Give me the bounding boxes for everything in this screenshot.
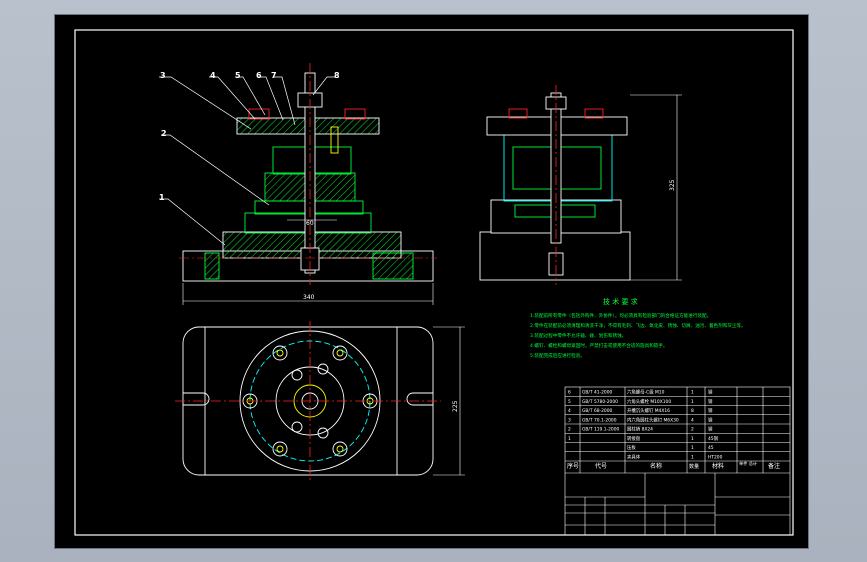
bom-cell-seq: 4 [568,408,571,414]
bom-cell-code: GB/T 68-2000 [582,408,613,414]
drawing-frame [74,29,794,536]
tech-requirements: 技 术 要 求 1.装配前所有零件（包括外购件、外协件），均必须具有检验部门的合… [530,297,746,359]
dim-base-width: 340 [303,294,315,301]
bom-cell-material: 45 [708,445,714,451]
bom-cell-material: 钢 [708,407,713,414]
bom-text: 6 GB/T 41-2000 六角螺母-C级 M10 1 钢 5 GB/T 5780-200… [568,389,723,461]
hdr-seq: 序号 [567,462,579,470]
bom-cell-code: GB/T 5780-2000 [582,399,618,405]
tech-req-line-4: 4.螺钉、螺栓和螺母紧固时，严禁打击或使用不合适的旋具和扳手。 [530,342,668,349]
tech-req-line-1: 1.装配前所有零件（包括外购件、外协件），均必须具有检验部门的合格证方能进行装配… [530,312,711,319]
bom-cell-code: GB/T 70.1-2000 [582,417,617,423]
bom-cell-qty: 2 [691,427,694,433]
bom-cell-seq: 6 [568,390,571,396]
dim-plan-height: 225 [452,400,459,412]
hdr-weight: 单件 总计 [739,460,757,467]
part-number-5: 5 [235,71,241,80]
part-number-6: 6 [256,71,262,80]
bom-header: 序号 代号 名称 数量 材料 单件 总计 备注 [567,460,780,470]
bom-cell-name: 内六角圆柱头螺钉 M6X30 [627,416,679,423]
part-number-4: 4 [210,71,216,80]
dim-side-height: 325 [669,179,676,191]
bom-cell-seq: 2 [568,427,571,433]
bom-cell-material: 钢 [708,398,713,405]
bom-cell-qty: 1 [691,399,694,405]
bom-cell-name: 圆柱销 8X24 [627,426,653,433]
part-number-3: 3 [160,71,166,80]
tech-req-line-5: 5.装配完成后应进行检验。 [530,352,585,359]
dim-inner: 60 [306,220,314,227]
cad-drawing: 3 4 5 6 7 8 2 1 340 60 325 [74,29,794,536]
bom-cell-name: 开槽沉头螺钉 M4X16 [627,407,670,414]
tech-req-line-3: 3.装配过程中零件不允许磕、碰、划伤和锈蚀。 [530,332,626,339]
bom-cell-qty: 4 [691,417,694,423]
side-view [479,92,631,281]
bom-cell-material: 45钢 [708,435,719,442]
bom-cell-qty: 8 [691,408,694,414]
bom-cell-name: 夹具体 [627,453,641,460]
leaders [159,76,335,246]
bom-cell-name: 六角螺母-C级 M10 [627,389,665,396]
bom-cell-code: GB/T 41-2000 [582,390,613,396]
drawing-sheet: 3 4 5 6 7 8 2 1 340 60 325 [55,15,808,548]
hdr-note: 备注 [768,462,780,470]
bom-cell-qty: 1 [691,390,694,396]
tech-req-title: 技 术 要 求 [603,297,638,306]
bom-cell-name: 六角头螺栓 M10X100 [627,398,671,405]
part-number-7: 7 [271,71,277,80]
part-number-2: 2 [161,129,167,138]
bom-cell-name: 压板 [627,444,636,451]
bom-cell-seq: 3 [568,417,571,423]
part-number-1: 1 [159,193,165,202]
bom-cell-name: 转接盘 [627,435,641,442]
bom-cell-qty: 1 [691,454,694,460]
part-number-8: 8 [334,71,340,80]
bom-cell-qty: 1 [691,445,694,451]
bom-cell-material: HT200 [708,454,723,460]
bom-cell-seq: 1 [568,436,571,442]
front-view [182,72,434,282]
tech-req-line-2: 2.零件在装配前必须清理和清洗干净，不得有毛刺、飞边、氧化皮、锈蚀、切屑、油污、… [530,322,746,329]
bom-cell-seq: 5 [568,399,571,405]
bom-table [564,386,791,536]
hdr-material: 材料 [712,462,724,470]
bom-cell-material: 钢 [708,426,713,433]
bom-cell-code: GB/T 119.1-2000 [582,427,620,433]
bom-cell-qty: 1 [691,436,694,442]
bom-cell-material: 钢 [708,416,713,423]
bom-cell-material: 钢 [708,389,713,396]
hdr-name: 名称 [650,462,662,470]
hdr-qty: 数量 [689,463,699,470]
hdr-code: 代号 [595,462,607,470]
